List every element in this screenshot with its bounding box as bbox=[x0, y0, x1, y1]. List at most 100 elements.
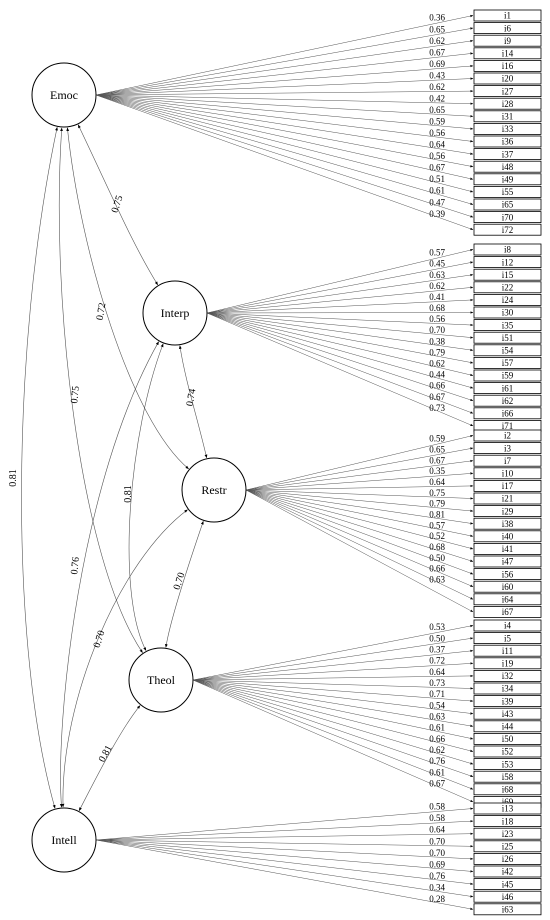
loading-path-i5 bbox=[192, 637, 474, 681]
loading-path-i42 bbox=[95, 839, 474, 873]
loading-path-i8 bbox=[206, 248, 474, 314]
indicator-box-i24 bbox=[473, 293, 542, 306]
indicator-box-i44 bbox=[473, 720, 542, 733]
indicator-label-i48: i48 bbox=[502, 162, 514, 172]
indicator-box-i60 bbox=[473, 580, 542, 593]
indicator-label-i72: i72 bbox=[502, 225, 514, 235]
correlation-path-restr-theol bbox=[164, 520, 204, 648]
correlation-value-interp-restr: 0.74 bbox=[185, 388, 199, 407]
loading-value-i23: 0.64 bbox=[429, 825, 445, 835]
loading-value-i7: 0.67 bbox=[429, 455, 445, 465]
indicator-label-i37: i37 bbox=[502, 149, 514, 159]
loading-path-i52 bbox=[192, 679, 474, 752]
loading-value-i12: 0.45 bbox=[429, 259, 445, 269]
indicator-label-i20: i20 bbox=[502, 74, 514, 84]
indicator-label-i42: i42 bbox=[502, 867, 514, 877]
loading-value-i42: 0.69 bbox=[429, 859, 445, 869]
loading-path-i10 bbox=[245, 472, 474, 491]
loading-value-i6: 0.65 bbox=[429, 24, 445, 34]
loading-path-i37 bbox=[95, 94, 474, 155]
indicator-box-i61 bbox=[473, 382, 542, 395]
indicator-label-i15: i15 bbox=[502, 270, 514, 280]
indicator-box-i59 bbox=[473, 369, 542, 382]
loading-value-i56: 0.50 bbox=[429, 553, 445, 563]
indicator-label-i21: i21 bbox=[502, 494, 514, 504]
loading-value-i13: 0.58 bbox=[429, 802, 445, 812]
indicator-box-i26 bbox=[473, 853, 542, 865]
indicator-label-i61: i61 bbox=[502, 383, 514, 393]
indicator-box-i8 bbox=[473, 243, 542, 256]
indicator-box-i18 bbox=[473, 815, 542, 827]
loading-path-i16 bbox=[95, 64, 474, 96]
loading-path-i53 bbox=[192, 679, 474, 765]
loading-value-i43: 0.54 bbox=[429, 700, 445, 710]
indicator-box-i37 bbox=[473, 148, 542, 161]
correlation-path-theol-intell bbox=[78, 705, 141, 812]
indicator-box-i51 bbox=[473, 331, 542, 344]
loading-value-i22: 0.62 bbox=[429, 281, 445, 291]
indicator-box-i11 bbox=[473, 644, 542, 657]
indicator-box-i42 bbox=[473, 865, 542, 878]
loading-value-i21: 0.75 bbox=[429, 488, 445, 498]
indicator-box-i25 bbox=[473, 840, 542, 853]
loading-path-i20 bbox=[95, 77, 474, 96]
indicator-box-i32 bbox=[473, 670, 542, 682]
indicator-label-i65: i65 bbox=[502, 200, 514, 210]
indicator-label-i58: i58 bbox=[502, 772, 514, 782]
indicator-label-i29: i29 bbox=[502, 506, 514, 516]
indicator-box-i57 bbox=[473, 356, 542, 369]
loading-value-i32: 0.64 bbox=[429, 667, 445, 677]
loading-path-i31 bbox=[95, 94, 474, 118]
loading-value-i54: 0.38 bbox=[429, 336, 445, 346]
correlation-path-interp-theol bbox=[128, 343, 164, 651]
correlation-value-emoc-restr: 0.72 bbox=[95, 302, 109, 321]
loading-path-layer bbox=[95, 14, 474, 910]
loading-value-i66: 0.67 bbox=[429, 392, 445, 402]
indicator-box-i36 bbox=[473, 135, 542, 148]
indicator-label-i32: i32 bbox=[502, 671, 514, 681]
indicator-box-i52 bbox=[473, 745, 542, 758]
indicator-label-i24: i24 bbox=[502, 295, 514, 305]
indicator-box-i27 bbox=[473, 85, 542, 97]
latent-variable-label-interp: Interp bbox=[161, 306, 190, 320]
loading-value-i24: 0.41 bbox=[429, 292, 445, 302]
loading-path-i24 bbox=[206, 298, 474, 314]
indicator-box-i6 bbox=[473, 22, 542, 35]
loading-value-i62: 0.66 bbox=[429, 381, 445, 391]
loading-path-i49 bbox=[95, 94, 474, 180]
indicator-label-i52: i52 bbox=[502, 747, 514, 757]
loading-path-i30 bbox=[206, 311, 474, 314]
indicator-box-i39 bbox=[473, 695, 542, 707]
loading-path-i13 bbox=[95, 807, 474, 841]
loading-path-i22 bbox=[206, 286, 474, 314]
indicator-box-i16 bbox=[473, 60, 542, 72]
loading-value-i46: 0.34 bbox=[429, 882, 445, 892]
loading-path-i59 bbox=[206, 312, 474, 377]
loading-value-i55: 0.51 bbox=[429, 174, 445, 184]
indicator-label-i28: i28 bbox=[502, 99, 514, 109]
indicator-box-i29 bbox=[473, 505, 542, 518]
loading-value-i45: 0.76 bbox=[429, 871, 445, 881]
indicator-label-i7: i7 bbox=[504, 456, 512, 466]
loading-path-i63 bbox=[95, 839, 474, 910]
loading-value-i33: 0.59 bbox=[429, 117, 445, 127]
loading-path-i7 bbox=[245, 459, 474, 491]
latent-variable-theol bbox=[128, 647, 194, 713]
indicator-box-i40 bbox=[473, 530, 542, 543]
indicator-label-i60: i60 bbox=[502, 582, 514, 592]
indicator-label-i22: i22 bbox=[502, 283, 514, 293]
loading-value-i68: 0.61 bbox=[429, 767, 445, 777]
indicator-box-i54 bbox=[473, 344, 542, 357]
indicator-box-i38 bbox=[473, 517, 542, 530]
loading-value-i8: 0.57 bbox=[429, 248, 445, 258]
latent-variable-intell bbox=[31, 807, 97, 873]
indicator-label-i31: i31 bbox=[502, 112, 514, 122]
indicator-box-i68 bbox=[473, 783, 542, 796]
indicator-box-i34 bbox=[473, 682, 542, 695]
correlation-value-restr-intell: 0.70 bbox=[92, 629, 108, 649]
indicator-label-i1: i1 bbox=[504, 11, 511, 21]
indicator-label-i44: i44 bbox=[502, 722, 514, 732]
loading-path-i2 bbox=[245, 434, 474, 491]
loading-value-i61: 0.44 bbox=[429, 370, 445, 380]
